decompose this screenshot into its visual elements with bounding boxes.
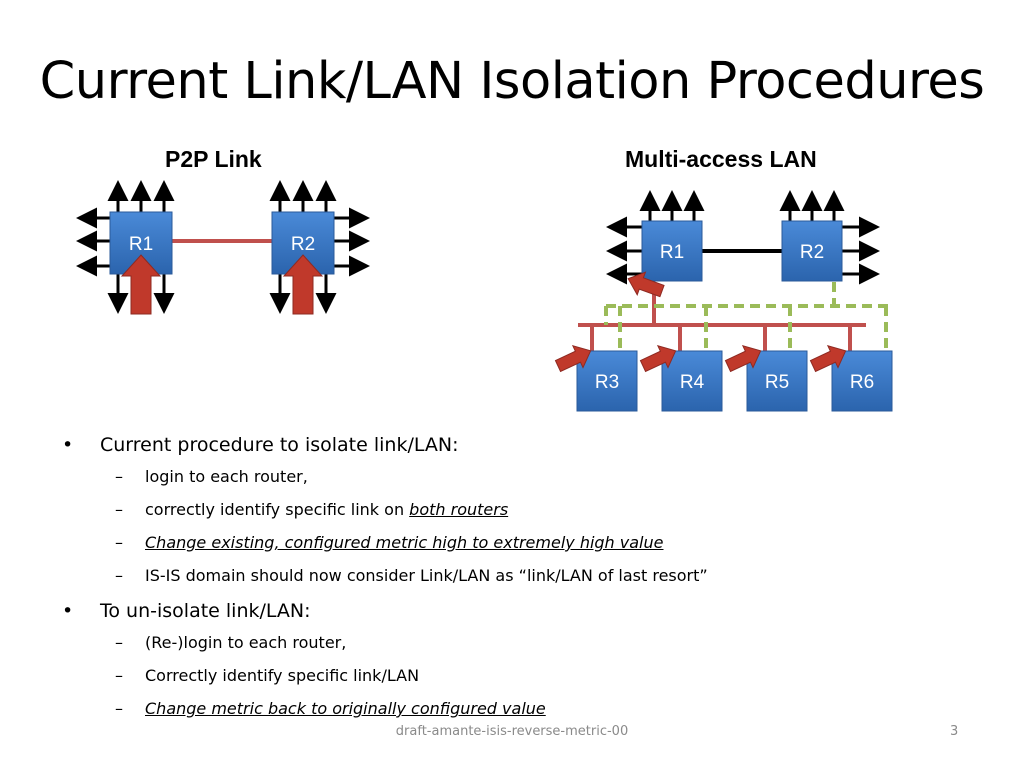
lan-r2-arrows [779, 190, 880, 285]
lan-router-r4-label: R4 [680, 372, 705, 393]
lan-r5-metric-arrow [724, 345, 762, 373]
sub-bullet-dash: – [115, 500, 123, 519]
network-diagrams: R1 R2 [76, 180, 893, 412]
p2p-r1-arrows [76, 180, 175, 314]
sub-bullet-item: – IS-IS domain should now consider Link/… [58, 559, 978, 592]
p2p-r2-arrows [269, 180, 370, 314]
lan-diagram-label: Multi-access LAN [625, 146, 817, 172]
p2p-diagram-label: P2P Link [165, 146, 262, 172]
lan-r3-metric-arrow [554, 345, 592, 373]
sub-bullet-emphasis: both routers [409, 500, 509, 519]
lan-router-r2 [781, 220, 843, 282]
lan-router-r4 [661, 350, 723, 412]
bullet-item: • To un-isolate link/LAN: [58, 596, 978, 626]
bullet-text: Current procedure to isolate link/LAN: [100, 434, 459, 456]
bullet-text: To un-isolate link/LAN: [100, 600, 311, 622]
sub-bullet-item: – correctly identify specific link on bo… [58, 493, 978, 526]
bullet-dot: • [62, 434, 74, 456]
sub-bullet-item: – Correctly identify specific link/LAN [58, 659, 978, 692]
p2p-diagram: R1 R2 [76, 180, 370, 315]
sub-bullet-text: (Re-)login to each router, [145, 633, 347, 652]
sub-bullet-dash: – [115, 666, 123, 685]
p2p-router-r2-label: R2 [291, 234, 315, 255]
sub-bullet-item: – (Re-)login to each router, [58, 626, 978, 659]
sub-bullet-item: – Change metric back to originally confi… [58, 692, 978, 725]
bullet-dot: • [62, 600, 74, 622]
lan-r1-arrows [606, 190, 705, 285]
sub-bullet-item: – login to each router, [58, 460, 978, 493]
lan-router-r3-label: R3 [595, 372, 619, 393]
sub-bullet-item: – Change existing, configured metric hig… [58, 526, 978, 559]
lan-r4-metric-arrow [639, 345, 677, 373]
lan-router-r1 [641, 220, 703, 282]
sub-bullet-emphasis: Change metric back to originally configu… [145, 699, 546, 718]
lan-dashed-pseudonode [604, 282, 890, 351]
page-number: 3 [950, 724, 959, 739]
lan-router-r3 [576, 350, 638, 412]
sub-bullet-text: Correctly identify specific link/LAN [145, 666, 420, 685]
sub-bullet-dash: – [115, 699, 123, 718]
sub-bullet-dash: – [115, 533, 123, 552]
sub-bullet-text: IS-IS domain should now consider Link/LA… [145, 566, 708, 585]
bullet-item: • Current procedure to isolate link/LAN: [58, 430, 978, 460]
lan-router-r1-label: R1 [660, 242, 684, 263]
lan-router-r6-label: R6 [850, 372, 874, 393]
bullet-list: • Current procedure to isolate link/LAN:… [58, 426, 978, 725]
p2p-r2-metric-arrow [282, 254, 324, 315]
sub-bullet-text: login to each router, [145, 467, 308, 486]
sub-bullet-dash: – [115, 566, 123, 585]
lan-router-r6 [831, 350, 893, 412]
sub-bullet-dash: – [115, 467, 123, 486]
lan-diagram: R1 R2 R3 R4 R5 R6 [554, 190, 893, 412]
lan-router-r5-label: R5 [765, 372, 789, 393]
sub-bullet-emphasis: Change existing, configured metric high … [145, 533, 664, 552]
p2p-r1-metric-arrow [120, 254, 162, 315]
sub-bullet-dash: – [115, 633, 123, 652]
slide-title: Current Link/LAN Isolation Procedures [39, 52, 985, 111]
p2p-router-r1-label: R1 [129, 234, 153, 255]
sub-bullet-text: correctly identify specific link on [145, 500, 410, 519]
lan-router-r5 [746, 350, 808, 412]
lan-router-r2-label: R2 [800, 242, 824, 263]
slide-footer: draft-amante-isis-reverse-metric-00 [395, 724, 629, 739]
lan-r6-metric-arrow [809, 345, 847, 373]
lan-r1-metric-arrow [627, 271, 665, 298]
